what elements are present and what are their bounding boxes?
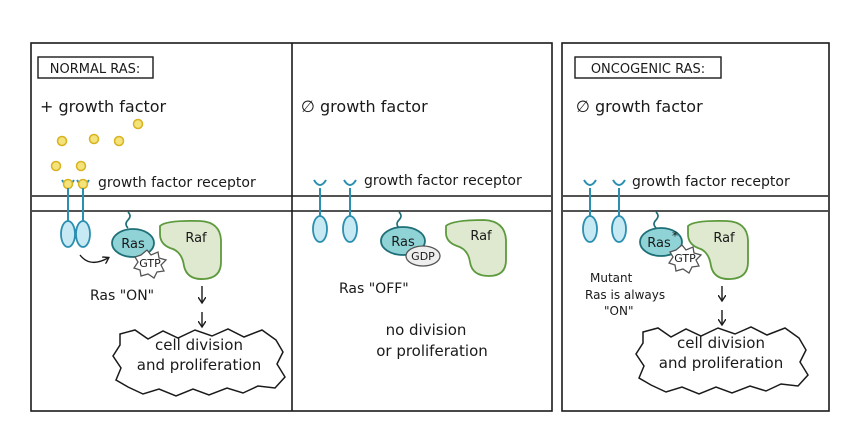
receptor-pair [312, 179, 358, 243]
raf-protein [159, 219, 222, 280]
ras-protein [111, 228, 155, 258]
outcome-line-1: no division [386, 321, 467, 339]
growth-factor-dot [113, 135, 125, 147]
growth-factor-dot [132, 118, 144, 130]
gtp-burst [132, 249, 168, 279]
gdp-blob [405, 245, 441, 267]
ras-anchor [125, 211, 131, 229]
header-box-normal [37, 56, 154, 79]
outcome-burst [112, 328, 286, 397]
raf-protein [445, 219, 507, 277]
outcome-burst [635, 326, 809, 395]
growth-factor-dot [88, 133, 100, 145]
outcome-line-1: cell division [677, 334, 765, 352]
raf-label: Raf [470, 229, 492, 244]
header-oncogenic-ras: ONCOGENIC RAS: [591, 62, 705, 77]
panel-frame-oncogenic [561, 42, 830, 412]
receptor-pair [60, 178, 91, 248]
ras-anchor [653, 211, 659, 229]
growth-factor-dot [50, 160, 62, 172]
raf-protein [687, 219, 749, 280]
mutation-mark: * [672, 229, 678, 243]
receptor-pair [582, 179, 627, 243]
mutant-note-line-1: Mutant [590, 271, 633, 285]
ras-state-label: Ras "ON" [90, 288, 154, 304]
growth-factor-dot [56, 135, 68, 147]
outcome-line-1: cell division [155, 336, 243, 354]
ras-protein [639, 227, 683, 257]
growth-factor-dot [75, 160, 87, 172]
gtp-label: GTP [139, 257, 161, 270]
ras-label: Ras [647, 236, 671, 251]
panel-no-growth-factor: ∅ growth factor growth factor receptor R… [301, 97, 522, 360]
raf-label: Raf [713, 231, 735, 246]
mutant-note-line-3: "ON" [604, 304, 633, 318]
ras-label: Ras [121, 237, 145, 252]
mutant-note-line-2: Ras is always [585, 288, 665, 302]
activation-arrow [79, 254, 108, 262]
growth-factor-label: ∅ growth factor [301, 97, 428, 116]
ras-label: Ras [391, 235, 415, 250]
growth-factor-molecules [50, 118, 144, 172]
receptor-label: growth factor receptor [98, 175, 256, 191]
gtp-burst [667, 244, 703, 274]
ras-anchor [396, 211, 402, 229]
header-box-oncogenic [574, 56, 722, 79]
gdp-label: GDP [411, 250, 435, 263]
header-normal-ras: NORMAL RAS: [50, 62, 141, 77]
receptor-label: growth factor receptor [632, 174, 790, 190]
outcome-line-2: or proliferation [376, 342, 488, 360]
panel-oncogenic-ras: ONCOGENIC RAS: ∅ growth factor growth fa… [574, 56, 809, 395]
growth-factor-label: ∅ growth factor [576, 97, 703, 116]
growth-factor-label: + growth factor [40, 97, 167, 116]
panel-normal-ras: NORMAL RAS: + growth factor growth facto… [37, 56, 286, 397]
ras-state-label: Ras "OFF" [339, 281, 409, 297]
gtp-label: GTP [674, 252, 696, 265]
outcome-line-2: and proliferation [659, 354, 783, 372]
raf-label: Raf [185, 231, 207, 246]
outcome-line-2: and proliferation [137, 356, 261, 374]
receptor-label: growth factor receptor [364, 173, 522, 189]
